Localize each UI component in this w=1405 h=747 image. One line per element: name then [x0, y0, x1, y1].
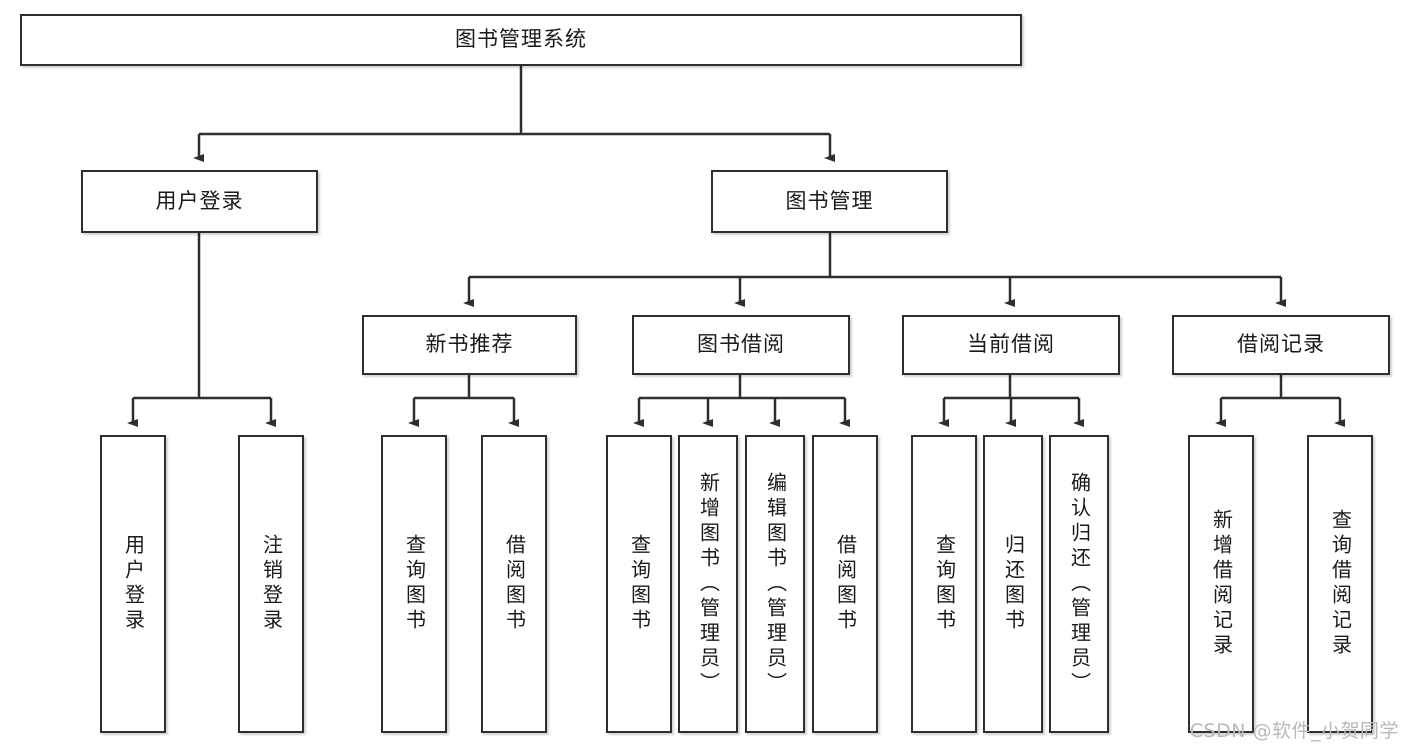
node-label: 借阅记录: [1237, 332, 1325, 357]
node-label: 当前借阅: [967, 332, 1055, 357]
leaf-new-book-query-book[interactable]: 查询图书: [381, 435, 447, 733]
node-label: 确认归还（管理员）: [1067, 471, 1092, 697]
leaf-user-login-login[interactable]: 用户登录: [100, 435, 166, 733]
leaf-current-borrow-confirm-return-admin[interactable]: 确认归还（管理员）: [1049, 435, 1109, 733]
leaf-borrow-record-query-record[interactable]: 查询借阅记录: [1307, 435, 1373, 733]
node-label: 注销登录: [259, 534, 284, 634]
leaf-new-book-borrow-book[interactable]: 借阅图书: [481, 435, 547, 733]
node-label: 查询图书: [402, 534, 427, 634]
leaf-book-borrow-borrow-book[interactable]: 借阅图书: [812, 435, 878, 733]
node-label: 新书推荐: [425, 332, 514, 357]
node-book-borrow[interactable]: 图书借阅: [632, 315, 850, 375]
node-label: 图书管理: [785, 188, 874, 213]
node-user-login[interactable]: 用户登录: [81, 170, 318, 233]
node-label: 查询借阅记录: [1328, 509, 1353, 659]
node-label: 借阅图书: [833, 534, 858, 634]
node-label: 用户登录: [155, 188, 244, 213]
node-borrow-record[interactable]: 借阅记录: [1172, 315, 1390, 375]
leaf-borrow-record-add-record[interactable]: 新增借阅记录: [1188, 435, 1254, 733]
node-label: 新增图书（管理员）: [696, 471, 721, 697]
node-label: 编辑图书（管理员）: [763, 471, 788, 697]
leaf-current-borrow-query-book[interactable]: 查询图书: [911, 435, 977, 733]
leaf-user-login-logout[interactable]: 注销登录: [238, 435, 304, 733]
node-label: 用户登录: [121, 534, 146, 634]
node-label: 借阅图书: [502, 534, 527, 634]
leaf-current-borrow-return-book[interactable]: 归还图书: [983, 435, 1043, 733]
watermark: CSDN @软件_小贺同学: [1189, 720, 1399, 742]
leaf-book-borrow-edit-book-admin[interactable]: 编辑图书（管理员）: [745, 435, 805, 733]
node-label: 归还图书: [1001, 534, 1026, 634]
node-label: 查询图书: [932, 534, 957, 634]
node-label: 图书管理系统: [455, 27, 587, 52]
node-root-book-management-system[interactable]: 图书管理系统: [20, 14, 1022, 66]
node-label: 新增借阅记录: [1209, 509, 1234, 659]
leaf-book-borrow-add-book-admin[interactable]: 新增图书（管理员）: [678, 435, 738, 733]
node-current-borrow[interactable]: 当前借阅: [902, 315, 1120, 375]
node-label: 查询图书: [627, 534, 652, 634]
node-book-management[interactable]: 图书管理: [711, 170, 948, 233]
leaf-book-borrow-query-book[interactable]: 查询图书: [606, 435, 672, 733]
node-new-book-recommend[interactable]: 新书推荐: [362, 315, 577, 375]
node-label: 图书借阅: [697, 332, 785, 357]
